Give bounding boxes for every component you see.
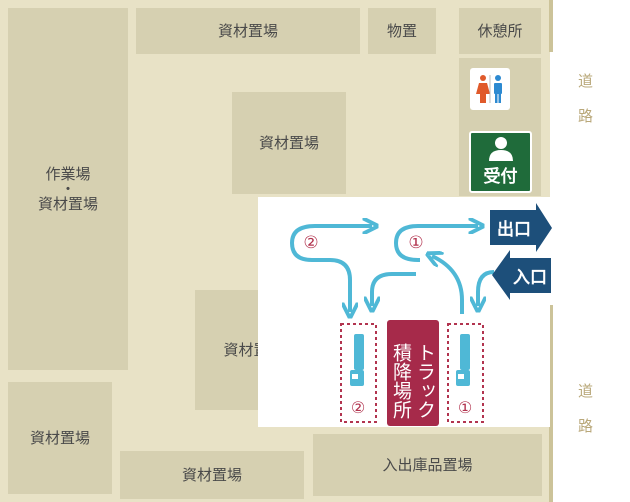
material-zone-top-label: 資材置場 (217, 21, 278, 40)
truck-icon (350, 334, 364, 386)
work-area-label-line1: 作業場 (45, 164, 91, 183)
road-edge-line (549, 0, 553, 52)
inbound-warehouse-label: 入出庫品置場 (382, 455, 473, 474)
road-label-char: 路 (578, 107, 594, 125)
material-zone-bottom-left: 資材置場 (8, 382, 112, 494)
bay-1-outline (447, 323, 484, 423)
route-1-number: ① (408, 233, 423, 253)
entry-route-arrow (478, 270, 495, 306)
truck-icon (456, 334, 470, 386)
exit-label: 出口 (497, 219, 531, 240)
restroom-icon (470, 68, 510, 110)
material-zone-top: 資材置場 (136, 8, 360, 54)
work-area-label-dot: ・ (60, 179, 76, 198)
material-zone-bottom-label: 資材置場 (181, 465, 242, 484)
route-bay1-arrow (432, 256, 464, 314)
route-2-arrow (289, 226, 372, 312)
road-edge-line (549, 305, 553, 502)
storage-zone-label: 物置 (386, 21, 417, 40)
route-1-to-left-arrow (372, 272, 416, 306)
road-label-bottom: 道 路 (578, 380, 593, 436)
entry-label: 入口 (513, 268, 547, 288)
bay-2-number: ② (351, 398, 365, 417)
rest-area-zone: 休憩所 (459, 8, 541, 54)
reception-label: 受付 (483, 167, 518, 187)
work-area-zone: 作業場 ・ 資材置場 (8, 8, 128, 370)
bay-1-number: ① (458, 398, 472, 417)
material-zone-center-label: 資材置場 (258, 133, 319, 152)
entry-sign (492, 250, 551, 300)
road (550, 0, 630, 502)
road-label-top: 道 路 (578, 70, 593, 126)
truck-label-col1: トラック (414, 343, 436, 419)
road-label-char: 路 (578, 417, 594, 435)
storage-zone: 物置 (368, 8, 436, 54)
road-label-char: 道 (578, 72, 594, 90)
inbound-warehouse-zone: 入出庫品置場 (313, 434, 542, 496)
person-icon (488, 137, 513, 161)
truck-label-col2: 積降場所 (390, 343, 412, 419)
restroom-icon-graphic (476, 75, 502, 103)
exit-sign (490, 203, 552, 252)
road-label-char: 道 (578, 382, 594, 400)
truck-loading-label: 積降場所 トラック (387, 320, 439, 426)
route-1-arrow (393, 226, 478, 262)
material-zone-center: 資材置場 (232, 92, 346, 194)
reception-sign: 受付 (469, 131, 532, 193)
bay-2-outline (340, 323, 377, 423)
work-area-label-line2: 資材置場 (37, 194, 98, 213)
route-2-number: ② (303, 233, 318, 253)
material-zone-bottom-left-label: 資材置場 (29, 428, 90, 447)
material-zone-bottom: 資材置場 (120, 451, 304, 499)
rest-area-label: 休憩所 (477, 21, 523, 40)
